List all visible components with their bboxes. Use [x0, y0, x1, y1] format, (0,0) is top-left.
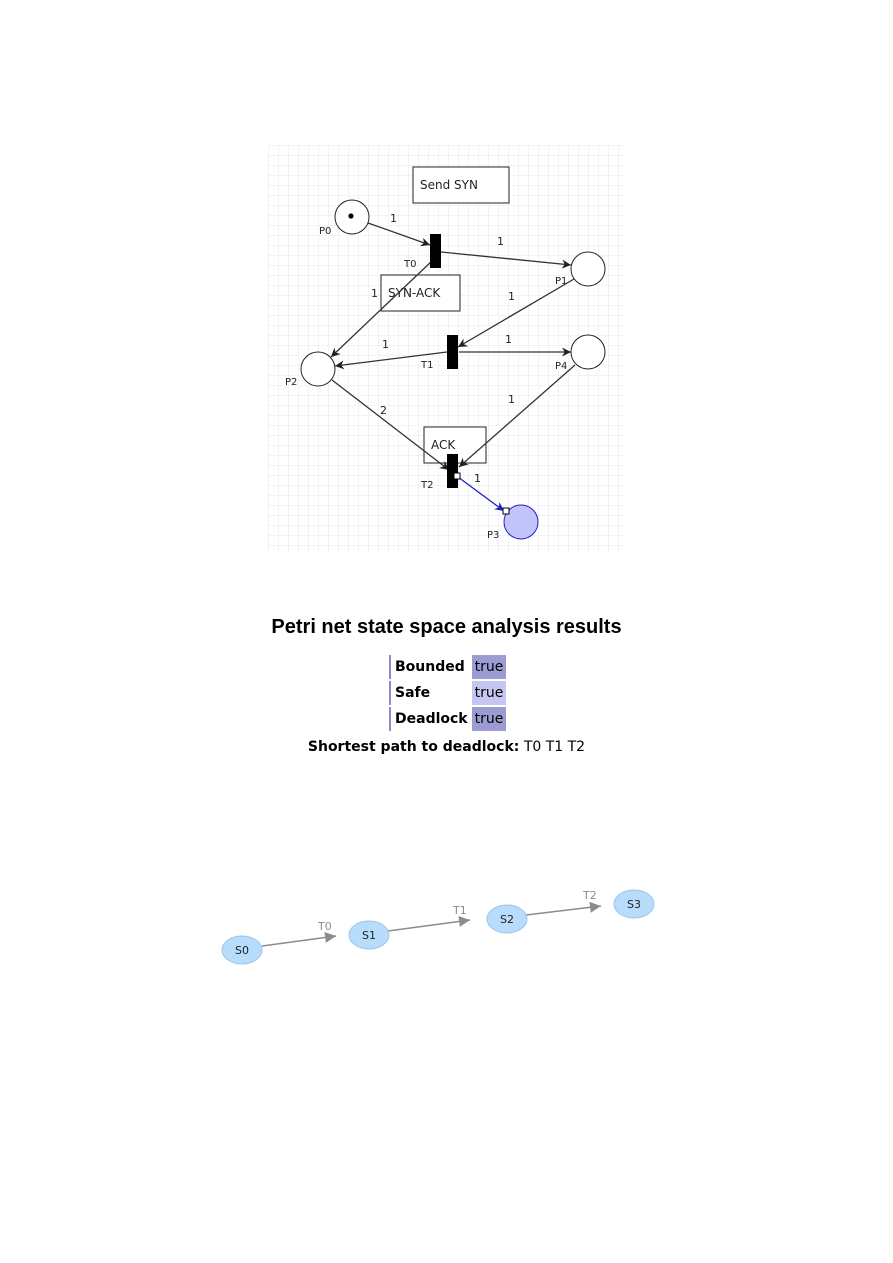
results-table: Bounded true Safe true Deadlock true: [389, 653, 507, 733]
arc-weight-p4-t2: 1: [508, 393, 515, 406]
state-edge-label-t2: T2: [582, 889, 597, 902]
place-p3-selected[interactable]: [503, 504, 539, 540]
state-node-s3[interactable]: S3: [613, 889, 655, 919]
result-value: true: [471, 655, 507, 679]
state-space-graph: T0 T1 T2 S0 S1 S2 S3: [221, 889, 655, 965]
arcs: [330, 222, 576, 512]
arc-p2-t2[interactable]: [331, 379, 450, 471]
arc-t2-p3-selected[interactable]: [457, 476, 505, 512]
result-row-safe: Safe true: [389, 681, 507, 705]
result-key: Deadlock: [389, 707, 472, 731]
annotation-send-syn[interactable]: Send SYN: [412, 166, 510, 204]
transition-t2[interactable]: [447, 454, 458, 488]
selection-handle[interactable]: [453, 472, 461, 480]
transition-t1[interactable]: [447, 335, 458, 369]
place-p4[interactable]: [570, 334, 606, 370]
state-node-s0[interactable]: S0: [221, 935, 263, 965]
state-node-s2[interactable]: S2: [486, 904, 528, 934]
place-p2[interactable]: [300, 351, 336, 387]
result-value: true: [471, 707, 507, 731]
arc-p0-t0[interactable]: [367, 222, 431, 247]
state-edge-label-t0: T0: [317, 920, 332, 933]
result-row-deadlock: Deadlock true: [389, 707, 507, 731]
arc-weight-t0-p2: 1: [371, 287, 378, 300]
arc-weight-p0-t0: 1: [390, 212, 397, 225]
arc-weight-p2-t2: 2: [380, 404, 387, 417]
state-node-s1[interactable]: S1: [348, 920, 390, 950]
transition-label-t0: T0: [403, 259, 416, 270]
petri-net-canvas[interactable]: Send SYN SYN-ACK ACK 1 1 1 1 1 1 2 1 1: [268, 145, 624, 553]
place-p0[interactable]: [334, 199, 370, 235]
place-label-p4: P4: [555, 361, 567, 372]
selection-handle[interactable]: [502, 507, 510, 515]
shortest-path-value: T0 T1 T2: [523, 739, 586, 755]
arc-p4-t2[interactable]: [458, 364, 576, 468]
result-row-bounded: Bounded true: [389, 655, 507, 679]
arc-weight-t1-p4: 1: [505, 333, 512, 346]
state-label-s0: S0: [235, 944, 249, 957]
shortest-path-line: Shortest path to deadlock: T0 T1 T2: [0, 739, 893, 755]
annotation-syn-ack[interactable]: SYN-ACK: [380, 274, 461, 312]
arc-weight-t1-p2: 1: [382, 338, 389, 351]
annotation-send-syn-text: Send SYN: [420, 178, 478, 192]
arc-t0-p1[interactable]: [440, 251, 572, 269]
arc-t0-p2[interactable]: [330, 259, 434, 358]
annotation-syn-ack-text: SYN-ACK: [388, 286, 441, 300]
state-label-s2: S2: [500, 913, 514, 926]
state-edge-label-t1: T1: [452, 904, 467, 917]
results-title: Petri net state space analysis results: [271, 616, 622, 638]
place-label-p0: P0: [319, 226, 331, 237]
state-label-s1: S1: [362, 929, 376, 942]
grid-background: [268, 145, 624, 553]
annotation-ack[interactable]: ACK: [423, 426, 487, 464]
place-label-p2: P2: [285, 377, 297, 388]
result-key: Safe: [389, 681, 472, 705]
place-p1[interactable]: [570, 251, 606, 287]
state-edge-s2-s3: [525, 901, 602, 916]
arc-weight-t2-p3: 1: [474, 472, 481, 485]
result-key: Bounded: [389, 655, 472, 679]
annotation-ack-text: ACK: [431, 438, 456, 452]
result-value: true: [471, 681, 507, 705]
arc-weight-t0-p1: 1: [497, 235, 504, 248]
state-label-s3: S3: [627, 898, 641, 911]
arc-t1-p2[interactable]: [334, 351, 448, 370]
state-edge-s0-s1: [261, 932, 337, 947]
transition-label-t1: T1: [420, 360, 433, 371]
transition-label-t2: T2: [420, 480, 433, 491]
transition-t0[interactable]: [430, 234, 441, 268]
arc-weight-p1-t1: 1: [508, 290, 515, 303]
token: [348, 213, 354, 219]
arc-p1-t1[interactable]: [457, 278, 575, 348]
place-label-p1: P1: [555, 276, 567, 287]
shortest-path-label: Shortest path to deadlock:: [307, 739, 520, 755]
state-edge-s1-s2: [387, 916, 471, 932]
place-label-p3: P3: [487, 530, 499, 541]
